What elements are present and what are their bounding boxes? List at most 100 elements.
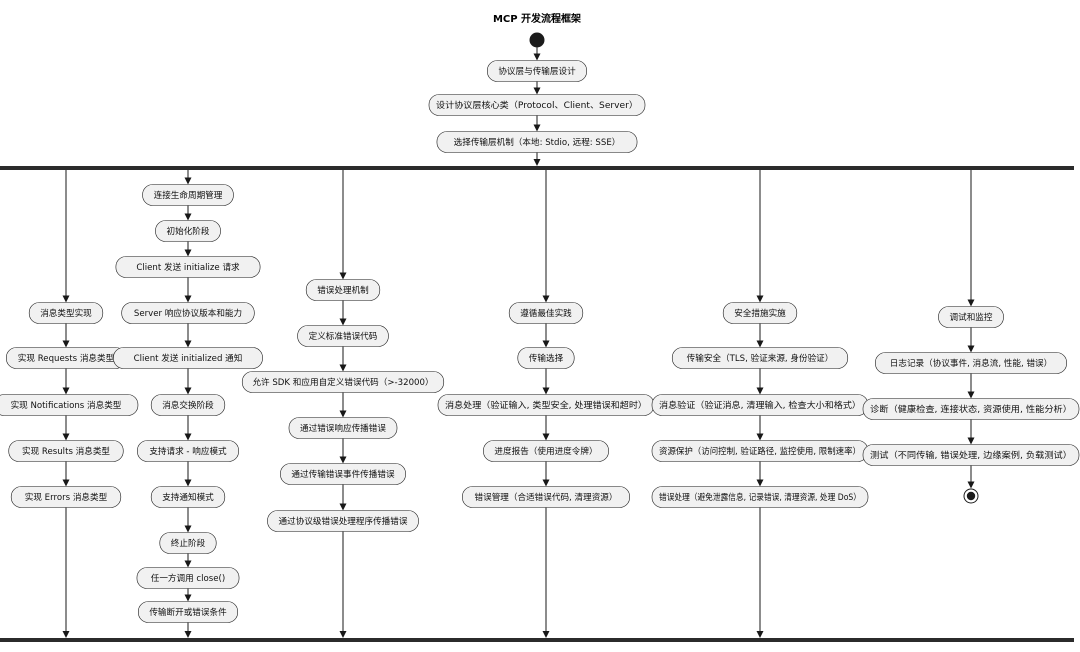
message-types-step-0-label: 消息类型实现 [40,307,92,319]
lifecycle-edge-4-arrowhead [184,340,192,348]
top-step-1-label: 设计协议层核心类（Protocol、Client、Server） [436,99,638,111]
message-types-step-3-box [8,440,124,462]
error-handling-step-1-label: 定义标准错误代码 [309,330,378,342]
best-practices-step-3-box [483,440,609,462]
error-handling-step-3-box [288,417,398,439]
lifecycle-edge-10-arrowhead [184,594,192,602]
debugging-step-2: 诊断（健康检查, 连接状态, 资源使用, 性能分析） [862,398,1080,420]
error-handling-step-2: 允许 SDK 和应用自定义错误代码（>-32000） [241,371,445,393]
lifecycle-step-9-label: 任一方调用 close() [151,572,226,584]
error-handling-step-0-box [305,279,381,301]
error-handling-step-4-label: 通过传输错误事件传播错误 [291,468,395,480]
lifecycle-step-6-box [137,440,239,462]
top-step-2-box [436,131,638,153]
lifecycle-step-4-label: Client 发送 initialized 通知 [134,352,243,364]
message-types-step-2: 实现 Notifications 消息类型 [0,394,139,416]
debugging-step-1-box [875,352,1067,374]
best-practices-step-2: 消息处理（验证输入, 类型安全, 处理错误和超时） [437,394,655,416]
message-types-step-4-label: 实现 Errors 消息类型 [25,491,108,503]
message-types-step-2-box [0,394,139,416]
best-practices-edge-2-arrowhead [542,387,550,395]
end-node [966,491,976,501]
debugging-step-3-label: 测试（不同传输, 错误处理, 边缘案例, 负载测试） [870,449,1072,461]
diagram-title: MCP 开发流程框架 [493,12,581,25]
debugging-edge-2-arrowhead [967,391,975,399]
error-handling-edge-5-arrowhead [339,503,347,511]
error-handling-step-5-label: 通过协议级错误处理程序传播错误 [279,515,408,527]
lifecycle-step-2-box [115,256,261,278]
start-node [529,32,545,48]
lifecycle-step-9: 任一方调用 close() [136,567,240,589]
lifecycle-edge-6-arrowhead [184,433,192,441]
best-practices-step-2-label: 消息处理（验证输入, 类型安全, 处理错误和超时） [445,399,647,411]
message-types-edge-2-arrowhead [62,387,70,395]
message-types-edge-join-arrowhead [62,631,70,638]
lifecycle-step-3: Server 响应协议版本和能力 [121,302,255,324]
best-practices-step-4-label: 错误管理（合适错误代码, 清理资源） [475,491,618,503]
message-types-step-0-box [28,302,104,324]
lifecycle-edge-7-arrowhead [184,479,192,487]
debugging-step-1-label: 日志记录（协议事件, 消息流, 性能, 错误） [890,357,1053,369]
top-step-2-label: 选择传输层机制（本地: Stdio, 远程: SSE） [454,136,621,148]
lifecycle-step-6: 支持请求 - 响应模式 [137,440,239,462]
best-practices-step-1: 传输选择 [517,347,575,369]
top-step-2: 选择传输层机制（本地: Stdio, 远程: SSE） [436,131,638,153]
lifecycle-edge-3-arrowhead [184,295,192,303]
message-types-step-4-box [10,486,122,508]
security-edge-join-arrowhead [756,631,764,638]
error-handling-step-0: 错误处理机制 [305,279,381,301]
lifecycle-step-2-label: Client 发送 initialize 请求 [136,261,240,273]
error-handling-step-2-label: 允许 SDK 和应用自定义错误代码（>-32000） [252,376,433,388]
top-step-1-box [428,94,646,116]
lifecycle-step-3-box [121,302,255,324]
lifecycle-step-3-label: Server 响应协议版本和能力 [134,307,242,319]
message-types-step-3: 实现 Results 消息类型 [8,440,124,462]
lifecycle-step-8: 终止阶段 [159,532,217,554]
security-edge-0-arrowhead [756,295,764,303]
lifecycle-step-7: 支持通知模式 [150,486,226,508]
error-handling-step-0-label: 错误处理机制 [317,284,369,296]
lifecycle-step-0-label: 连接生命周期管理 [154,189,223,201]
lifecycle-edge-0-arrowhead [184,177,192,185]
best-practices-step-4-box [462,486,630,508]
lifecycle-step-4-box [113,347,263,369]
message-types-step-1: 实现 Requests 消息类型 [6,347,127,369]
error-handling-step-1: 定义标准错误代码 [297,325,389,347]
debugging-step-1: 日志记录（协议事件, 消息流, 性能, 错误） [875,352,1067,374]
fork-bar [0,166,1074,170]
security-step-4-label: 错误处理（避免泄露信息, 记录错误, 清理资源, 处理 DoS） [659,491,861,503]
security-step-1: 传输安全（TLS, 验证来源, 身份验证） [671,347,849,369]
top-step-0-box [486,60,587,82]
top-edge-2-arrowhead [533,124,541,132]
lifecycle-step-6-label: 支持请求 - 响应模式 [149,445,227,457]
top-step-0-label: 协议层与传输层设计 [498,65,576,77]
message-types-step-0: 消息类型实现 [28,302,104,324]
lifecycle-step-0: 连接生命周期管理 [142,184,234,206]
best-practices-step-1-label: 传输选择 [529,352,564,364]
message-types-step-1-label: 实现 Requests 消息类型 [18,352,115,364]
debugging-edge-0-arrowhead [967,299,975,307]
lifecycle-step-10-label: 传输断开或错误条件 [149,606,227,618]
best-practices-edge-4-arrowhead [542,479,550,487]
security-step-0: 安全措施实施 [722,302,798,324]
message-types-edge-4-arrowhead [62,479,70,487]
security-step-2-label: 消息验证（验证消息, 清理输入, 检查大小和格式） [659,399,861,411]
lifecycle-edge-8-arrowhead [184,525,192,533]
message-types-edge-0-arrowhead [62,295,70,303]
security-edge-1-arrowhead [756,340,764,348]
message-types-step-2-label: 实现 Notifications 消息类型 [11,399,122,411]
error-handling-step-2-box [241,371,445,393]
best-practices-step-0: 遵循最佳实践 [508,302,584,324]
error-handling-step-1-box [297,325,389,347]
best-practices-step-4: 错误管理（合适错误代码, 清理资源） [462,486,630,508]
security-step-1-label: 传输安全（TLS, 验证来源, 身份验证） [687,352,834,364]
lifecycle-step-9-box [136,567,240,589]
lifecycle-step-5-label: 消息交换阶段 [162,399,214,411]
debugging-step-0-box [938,306,1004,328]
lifecycle-step-5: 消息交换阶段 [150,394,226,416]
lifecycle-step-1: 初始化阶段 [155,220,221,242]
security-step-2: 消息验证（验证消息, 清理输入, 检查大小和格式） [651,394,869,416]
security-step-3-label: 资源保护（访问控制, 验证路径, 监控使用, 限制速率） [659,445,861,457]
error-handling-edge-3-arrowhead [339,410,347,418]
message-types-edge-1-arrowhead [62,340,70,348]
